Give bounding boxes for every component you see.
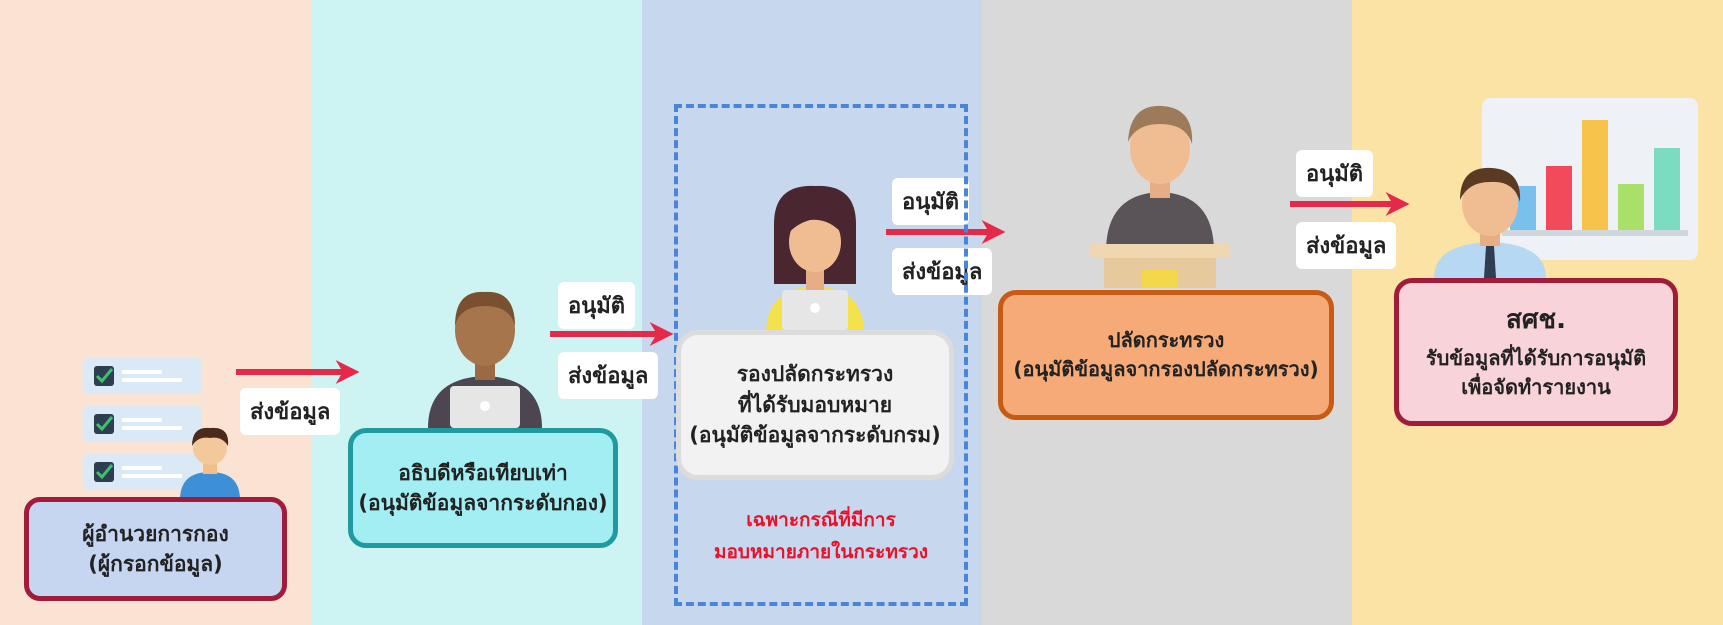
step2-director-general-box: อธิบดีหรือเทียบเท่า (อนุมัติข้อมูลจากระด… [348,428,618,548]
step4-title: ปลัดกระทรวง [1107,328,1225,352]
step3-title: รองปลัดกระทรวง [736,362,894,387]
person-deputy-icon [766,185,864,334]
step4-permanent-secretary-box: ปลัดกระทรวง (อนุมัติข้อมูลจากรองปลัดกระท… [998,290,1334,420]
bar-chart-icon [1482,98,1698,260]
step5-nesdc-box: สศช. รับข้อมูลที่ได้รับการอนุมัติ เพื่อจ… [1394,278,1678,426]
step5-line-2: รับข้อมูลที่ได้รับการอนุมัติ [1425,345,1647,370]
step2-title: อธิบดีหรือเทียบเท่า [398,460,568,485]
step5-title: สศช. [1506,305,1566,336]
arrow4-approve-label: อนุมัติ [1296,150,1374,197]
person-director-icon [428,291,542,428]
person-nesdc-icon [1434,167,1546,278]
step1-subtitle: (ผู้กรอกข้อมูล) [88,552,223,576]
note-line-1: เฉพาะกรณีที่มีการ [746,509,896,531]
arrow2-approve-label: อนุมัติ [558,282,636,329]
arrow1-send-label: ส่งข้อมูล [240,388,341,435]
arrow3-approve-label: อนุมัติ [892,178,970,225]
step1-title: ผู้อำนวยการกอง [82,521,229,546]
arrow4-send-label: ส่งข้อมูล [1296,222,1397,269]
step4-subtitle: (อนุมัติข้อมูลจากรองปลัดกระทรวง) [1013,357,1319,381]
step2-subtitle: (อนุมัติข้อมูลจากระดับกอง) [358,491,608,515]
arrow3-send-label: ส่งข้อมูล [892,248,993,295]
person-clerk-icon [180,427,240,500]
checklist-icon [84,358,202,490]
step3-title-2: ที่ได้รับมอบหมาย [737,392,893,417]
step3-subtitle: (อนุมัติข้อมูลจากระดับกรม) [689,423,941,448]
step3-deputy-secretary-box: รองปลัดกระทรวง ที่ได้รับมอบหมาย (อนุมัติ… [676,330,954,480]
step5-line-3: เพื่อจัดทำรายงาน [1461,374,1611,399]
step1-division-director-box: ผู้อำนวยการกอง (ผู้กรอกข้อมูล) [24,497,287,601]
arrow2-send-label: ส่งข้อมูล [558,352,659,399]
person-podium-icon [1090,105,1230,288]
step3-condition-note: เฉพาะกรณีที่มีการ มอบหมายภายในกระทรวง [674,504,968,569]
note-line-2: มอบหมายภายในกระทรวง [713,541,929,564]
